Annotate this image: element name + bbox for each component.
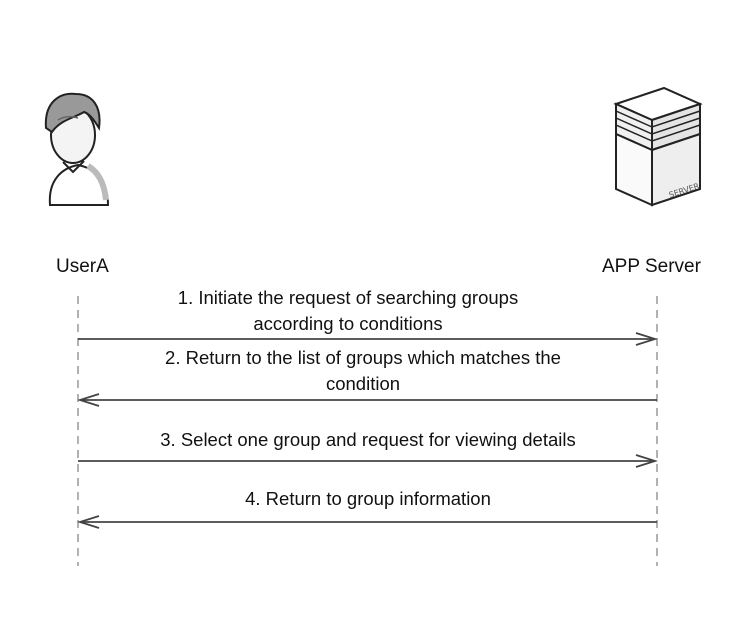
message-1-line1: 1. Initiate the request of searching gro… bbox=[177, 287, 519, 308]
message-2-line1: 2. Return to the list of groups which ma… bbox=[165, 347, 561, 368]
message-2-line2: condition bbox=[325, 373, 401, 394]
message-3-line1: 3. Select one group and request for view… bbox=[160, 429, 576, 450]
user-label: UserA bbox=[56, 256, 109, 277]
server-icon: SERVER bbox=[613, 86, 703, 207]
message-1-text: 1. Initiate the request of searching gro… bbox=[78, 285, 618, 337]
message-1-line2: according to conditions bbox=[253, 313, 443, 334]
message-4-text: 4. Return to group information bbox=[78, 486, 658, 512]
message-4-line1: 4. Return to group information bbox=[245, 488, 491, 509]
user-avatar-icon bbox=[44, 92, 110, 206]
message-arrow-1 bbox=[78, 332, 658, 346]
message-arrow-3 bbox=[78, 454, 658, 468]
message-arrow-4 bbox=[77, 515, 657, 529]
message-3-text: 3. Select one group and request for view… bbox=[78, 427, 658, 453]
server-label: APP Server bbox=[602, 256, 701, 277]
message-arrow-2 bbox=[77, 393, 657, 407]
message-2-text: 2. Return to the list of groups which ma… bbox=[78, 345, 648, 397]
